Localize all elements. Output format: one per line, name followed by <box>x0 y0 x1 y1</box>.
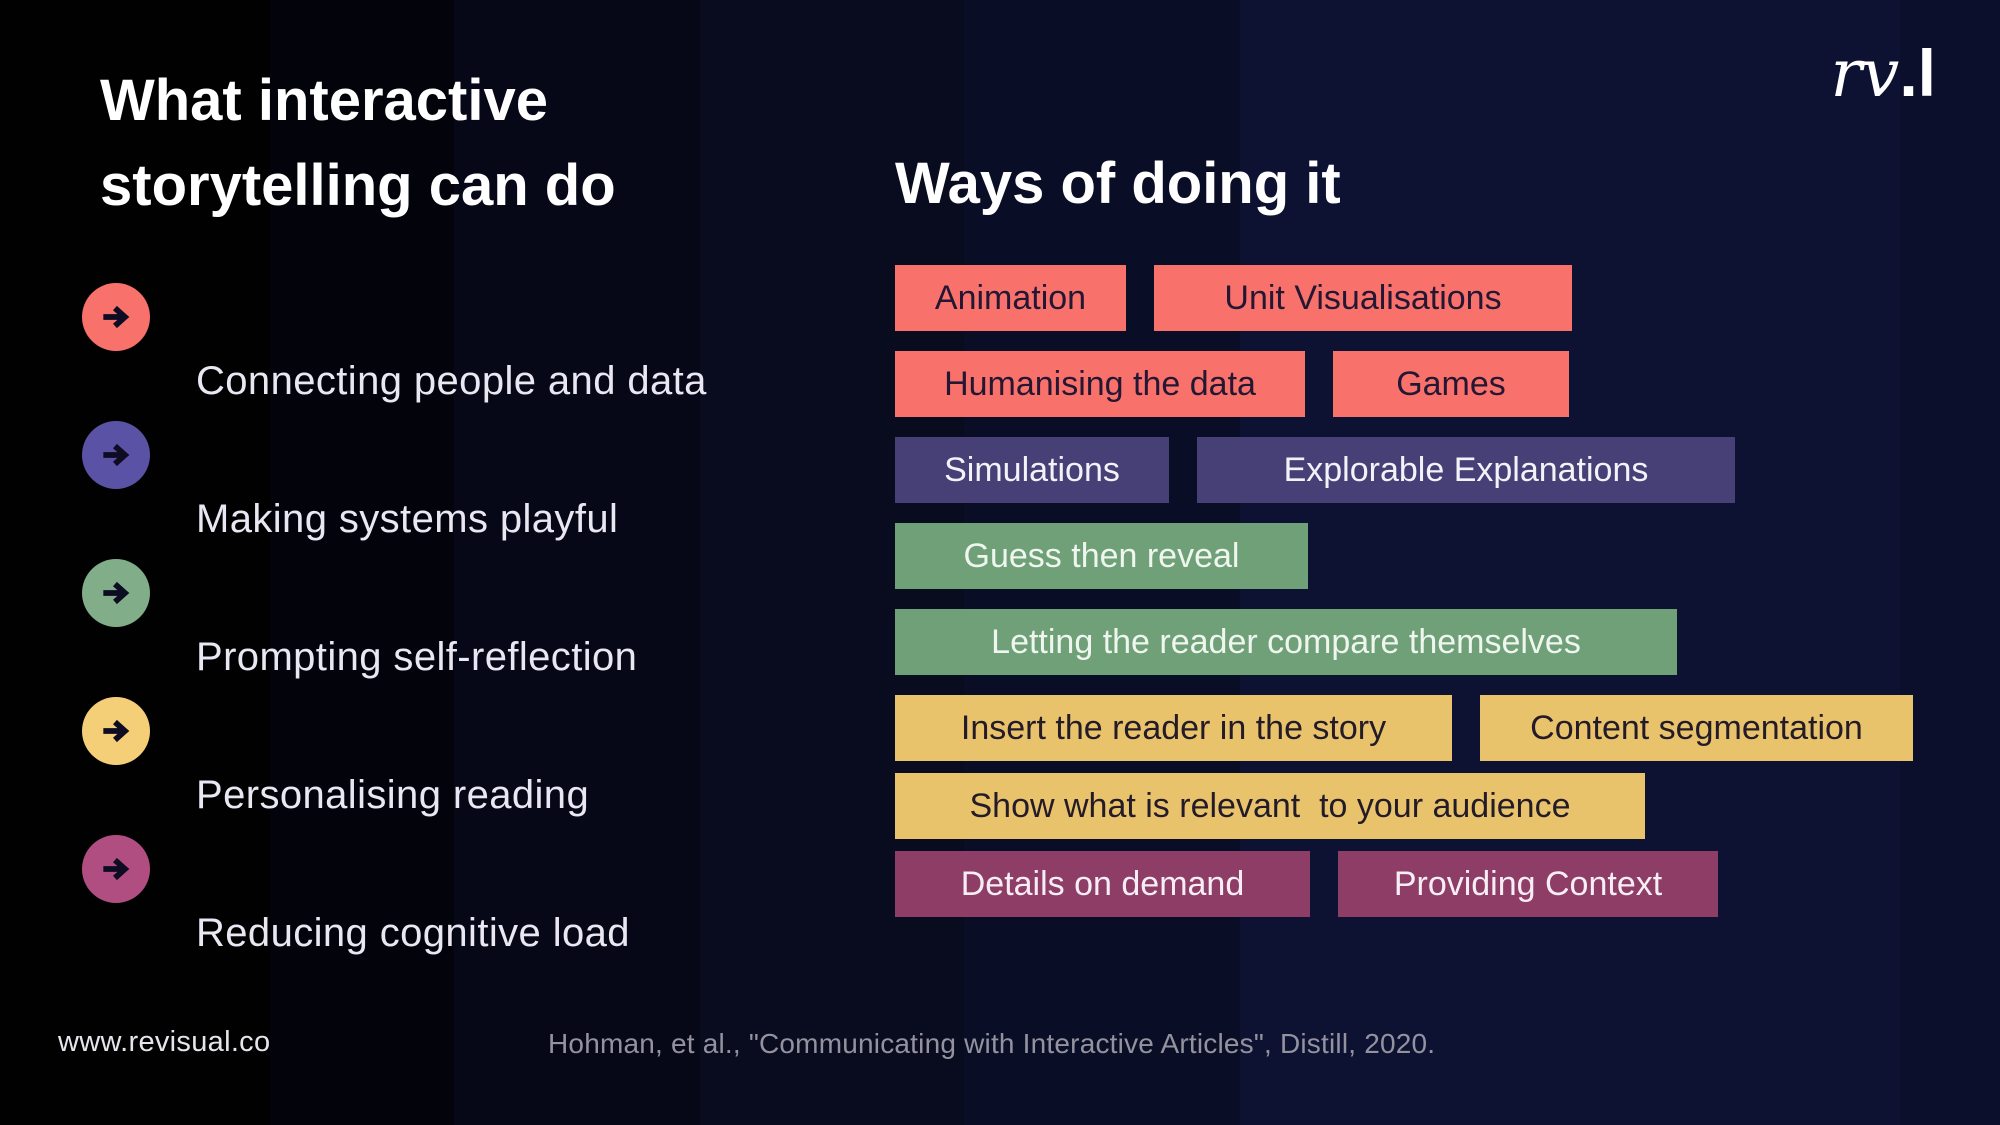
arrow-right-circle-icon <box>82 835 150 903</box>
list-item: Making systems playful <box>82 421 782 559</box>
method-tag: Explorable Explanations <box>1197 437 1735 503</box>
method-tag: Details on demand <box>895 851 1310 917</box>
method-tag: Games <box>1333 351 1569 417</box>
arrow-right-circle-icon <box>82 421 150 489</box>
capability-label: Making systems playful <box>196 497 619 541</box>
logo-dot: . <box>1899 36 1918 110</box>
method-tag: Simulations <box>895 437 1169 503</box>
logo-sans-part: l <box>1917 36 1936 110</box>
list-item: Prompting self-reflection <box>82 559 782 697</box>
methods-tag-grid: Animation Unit Visualisations Humanising… <box>895 265 1913 937</box>
tag-row: Guess then reveal <box>895 523 1913 589</box>
tag-row: Show what is relevant to your audience <box>895 773 1913 839</box>
method-tag: Letting the reader compare themselves <box>895 609 1677 675</box>
list-item: Personalising reading <box>82 697 782 835</box>
page-title: What interactive storytelling can do <box>100 68 616 219</box>
tag-row: Insert the reader in the story Content s… <box>895 695 1913 761</box>
method-tag: Humanising the data <box>895 351 1305 417</box>
method-tag: Animation <box>895 265 1126 331</box>
citation-text: Hohman, et al., "Communicating with Inte… <box>548 1028 1436 1059</box>
tag-row: Simulations Explorable Explanations <box>895 437 1913 503</box>
list-item: Connecting people and data <box>82 283 782 421</box>
method-tag: Providing Context <box>1338 851 1718 917</box>
arrow-right-circle-icon <box>82 559 150 627</box>
capability-label: Reducing cognitive load <box>196 911 630 955</box>
method-tag: Insert the reader in the story <box>895 695 1452 761</box>
tag-row: Humanising the data Games <box>895 351 1913 417</box>
website-url: www.revisual.co <box>58 1026 271 1058</box>
arrow-right-circle-icon <box>82 697 150 765</box>
arrow-right-circle-icon <box>82 283 150 351</box>
method-tag: Guess then reveal <box>895 523 1308 589</box>
method-tag: Show what is relevant to your audience <box>895 773 1645 839</box>
list-item: Reducing cognitive load <box>82 835 782 973</box>
capabilities-list: Connecting people and data Making system… <box>82 283 782 973</box>
tag-row: Letting the reader compare themselves <box>895 609 1913 675</box>
revisual-logo: rv.l <box>1830 40 1936 107</box>
tag-row: Details on demand Providing Context <box>895 851 1913 917</box>
capability-label: Connecting people and data <box>196 359 707 403</box>
capability-label: Personalising reading <box>196 773 590 817</box>
logo-serif-part: rv <box>1830 35 1900 112</box>
tag-row: Animation Unit Visualisations <box>895 265 1913 331</box>
capability-label: Prompting self-reflection <box>196 635 638 679</box>
ways-heading: Ways of doing it <box>895 151 1341 216</box>
method-tag: Content segmentation <box>1480 695 1913 761</box>
method-tag: Unit Visualisations <box>1154 265 1572 331</box>
